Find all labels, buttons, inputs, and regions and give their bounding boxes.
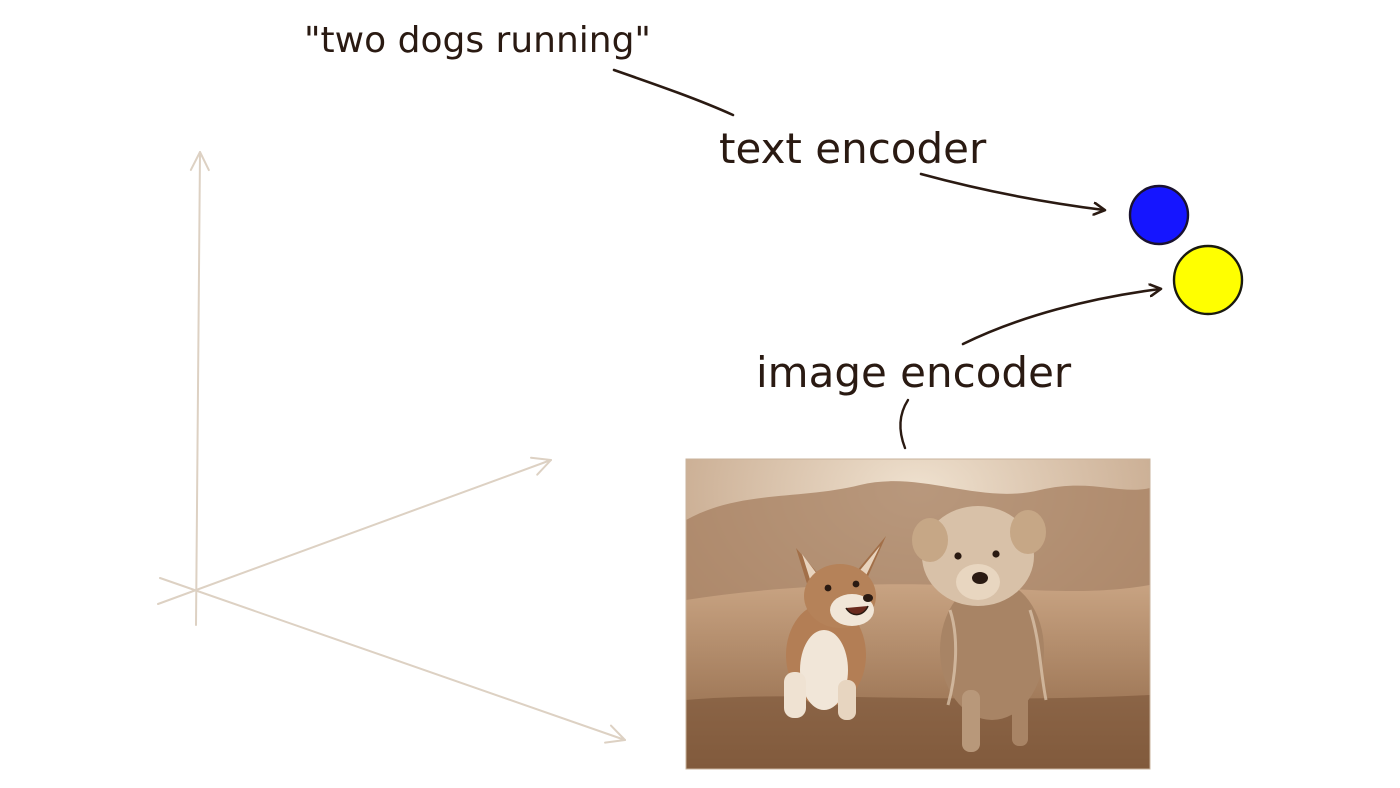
embedding-space-axes — [157, 151, 626, 744]
photo-to-encoder-line — [899, 398, 910, 450]
z-axis — [159, 577, 626, 744]
photo-of-two-dogs-running-icon — [686, 459, 1150, 769]
text-embedding-dot — [1128, 184, 1190, 246]
y-axis — [189, 151, 210, 626]
image-encoder-label: image encoder — [756, 348, 1072, 397]
terrier-dog — [912, 506, 1048, 752]
image-embedding-dot — [1172, 244, 1244, 316]
image-encoder-arrow — [961, 289, 1160, 346]
text-encoder-arrow — [919, 172, 1104, 210]
caption-text: "two dogs running" — [304, 20, 651, 61]
corgi-dog — [784, 536, 886, 720]
caption-to-encoder-line — [612, 68, 735, 117]
x-axis — [157, 456, 552, 605]
text-encoder-label: text encoder — [719, 124, 987, 173]
